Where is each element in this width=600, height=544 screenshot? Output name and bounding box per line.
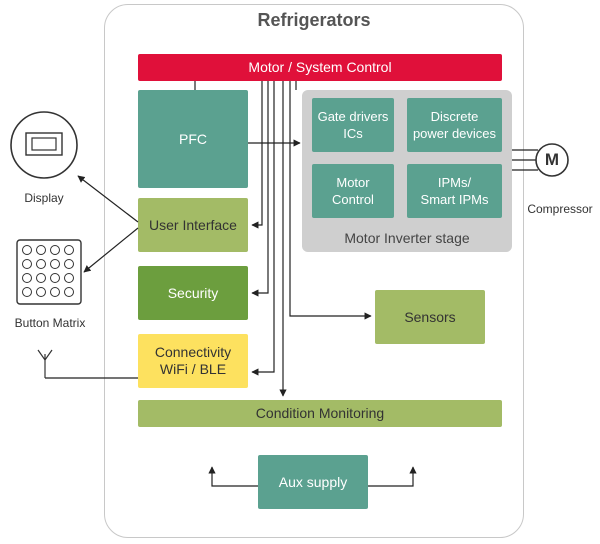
button-matrix-icon xyxy=(16,239,82,305)
pfc-block: PFC xyxy=(138,90,248,188)
button-matrix-key xyxy=(50,245,60,255)
button-matrix-label: Button Matrix xyxy=(14,316,86,330)
button-matrix-key xyxy=(22,245,32,255)
display-label: Display xyxy=(24,191,64,205)
gate-drivers-block: Gate drivers ICs xyxy=(312,98,394,152)
button-matrix-key xyxy=(64,245,74,255)
button-matrix-key xyxy=(36,273,46,283)
display-icon xyxy=(10,111,78,179)
discrete-power-devices-block: Discrete power devices xyxy=(407,98,502,152)
motor-symbol-label: M xyxy=(544,150,560,169)
security-block: Security xyxy=(138,266,248,320)
button-matrix-key xyxy=(22,287,32,297)
button-matrix-key xyxy=(36,287,46,297)
connectivity-block: Connectivity WiFi / BLE xyxy=(138,334,248,388)
button-matrix-key xyxy=(36,259,46,269)
antenna-icon xyxy=(37,349,53,378)
condition-monitoring-block: Condition Monitoring xyxy=(138,400,502,427)
aux-supply-block: Aux supply xyxy=(258,455,368,509)
button-matrix-key xyxy=(50,273,60,283)
button-matrix-key xyxy=(64,287,74,297)
button-matrix-key xyxy=(50,287,60,297)
compressor-label: Compressor xyxy=(527,202,593,216)
button-matrix-key xyxy=(36,245,46,255)
bus-to-sensors xyxy=(289,81,372,320)
button-matrix-key xyxy=(50,259,60,269)
motor-inverter-stage-label: Motor Inverter stage xyxy=(344,229,470,246)
button-matrix-key xyxy=(22,273,32,283)
bus-to-security xyxy=(251,81,269,297)
aux-supply-right-arrow xyxy=(368,466,417,487)
ui-to-button-matrix-arrow xyxy=(83,227,139,273)
motor-system-control-block: Motor / System Control xyxy=(138,54,502,81)
bus-to-user-interface xyxy=(251,81,263,229)
ipms-block: IPMs/ Smart IPMs xyxy=(407,164,502,218)
button-matrix-key xyxy=(64,273,74,283)
user-interface-block: User Interface xyxy=(138,198,248,252)
motor-icon xyxy=(535,143,569,177)
bus-to-connectivity xyxy=(251,81,275,376)
sensors-block: Sensors xyxy=(375,290,485,344)
button-matrix-key xyxy=(22,259,32,269)
ui-to-display-arrow xyxy=(77,175,139,223)
diagram-title: Refrigerators xyxy=(257,10,371,30)
aux-supply-left-arrow xyxy=(208,466,258,487)
button-matrix-key xyxy=(64,259,74,269)
motor-control-block: Motor Control xyxy=(312,164,394,218)
